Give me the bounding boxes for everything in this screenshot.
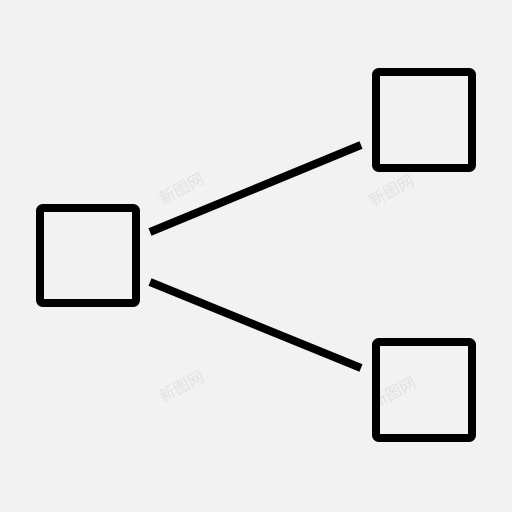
- bottom-connector-line: [148, 278, 363, 372]
- bottom-right-node-square: [372, 338, 476, 442]
- top-connector-line: [148, 141, 363, 236]
- top-right-node-square: [372, 68, 476, 172]
- left-node-square: [36, 204, 140, 307]
